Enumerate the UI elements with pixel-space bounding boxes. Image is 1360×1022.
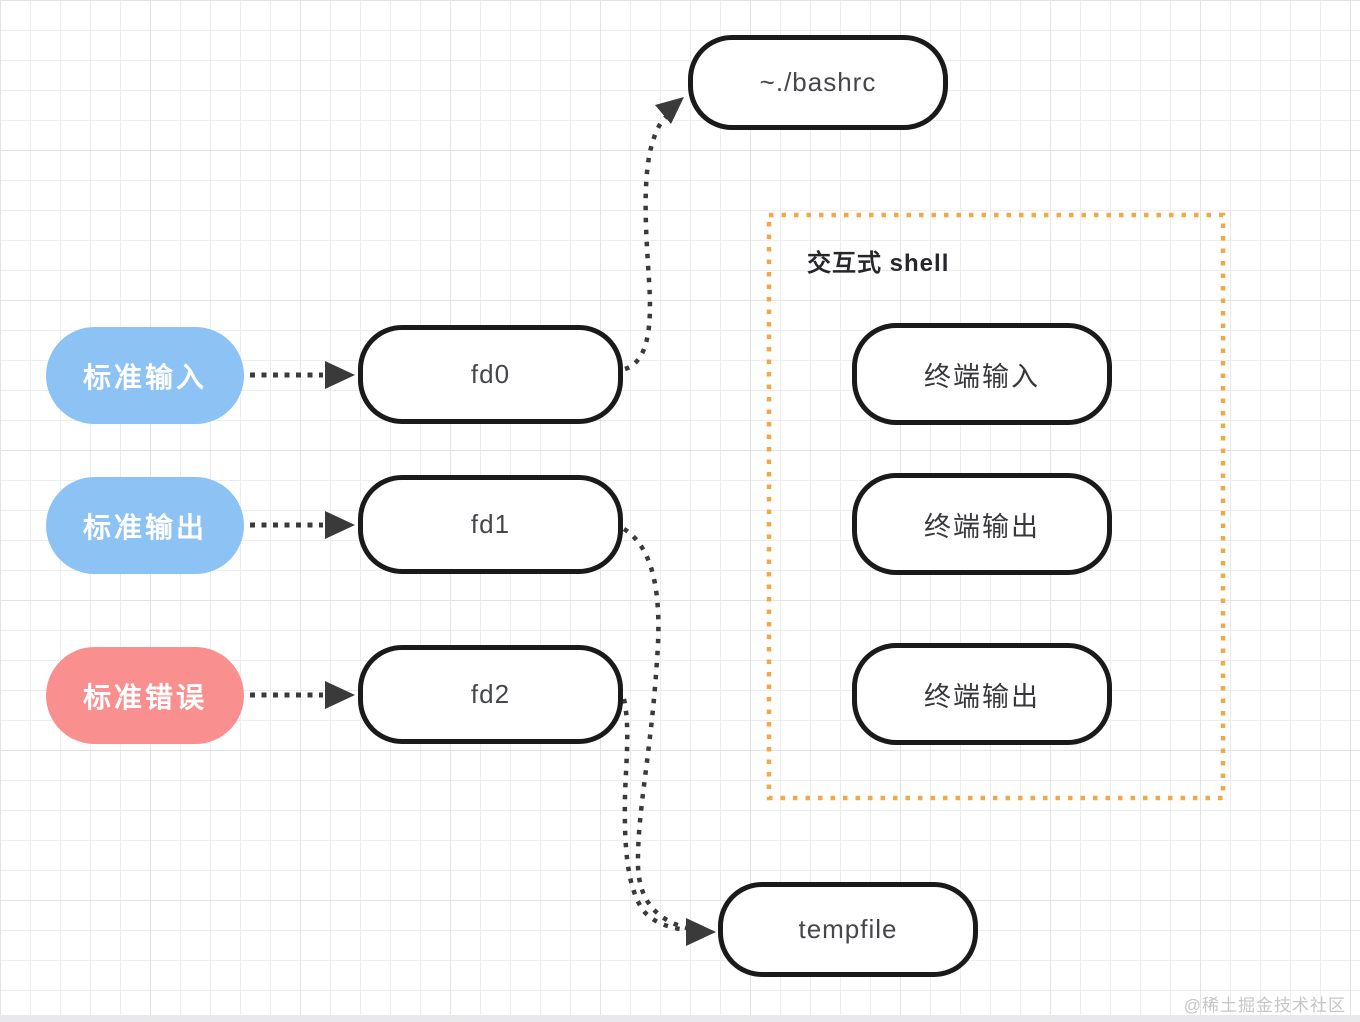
node-stdout: 标准输出 (46, 477, 244, 574)
canvas-bottom-edge (0, 1015, 1360, 1022)
edge-fd2-tempfile (621, 698, 687, 933)
node-fd2: fd2 (358, 645, 623, 744)
node-stdin: 标准输入 (46, 327, 244, 424)
node-tempfile: tempfile (718, 882, 978, 977)
node-stderr: 标准错误 (46, 647, 244, 744)
edge-fd0-bashrc (624, 115, 668, 372)
watermark: @稀土掘金技术社区 (1183, 996, 1346, 1015)
node-terminal-output-1: 终端输出 (852, 473, 1112, 575)
shell-group-title: 交互式 shell (807, 250, 950, 277)
arrowhead-fd1 (325, 511, 355, 539)
arrowhead-fd0 (325, 361, 355, 389)
arrowhead-fd2 (325, 681, 355, 709)
arrowhead-tempfile (686, 918, 716, 946)
edge-fd1-tempfile (622, 527, 688, 931)
node-fd1: fd1 (358, 475, 623, 574)
node-bashrc: ~./bashrc (688, 35, 948, 130)
node-terminal-output-2: 终端输出 (852, 643, 1112, 745)
arrowhead-bashrc (655, 97, 684, 124)
node-terminal-input: 终端输入 (852, 323, 1112, 425)
node-fd0: fd0 (358, 325, 623, 424)
